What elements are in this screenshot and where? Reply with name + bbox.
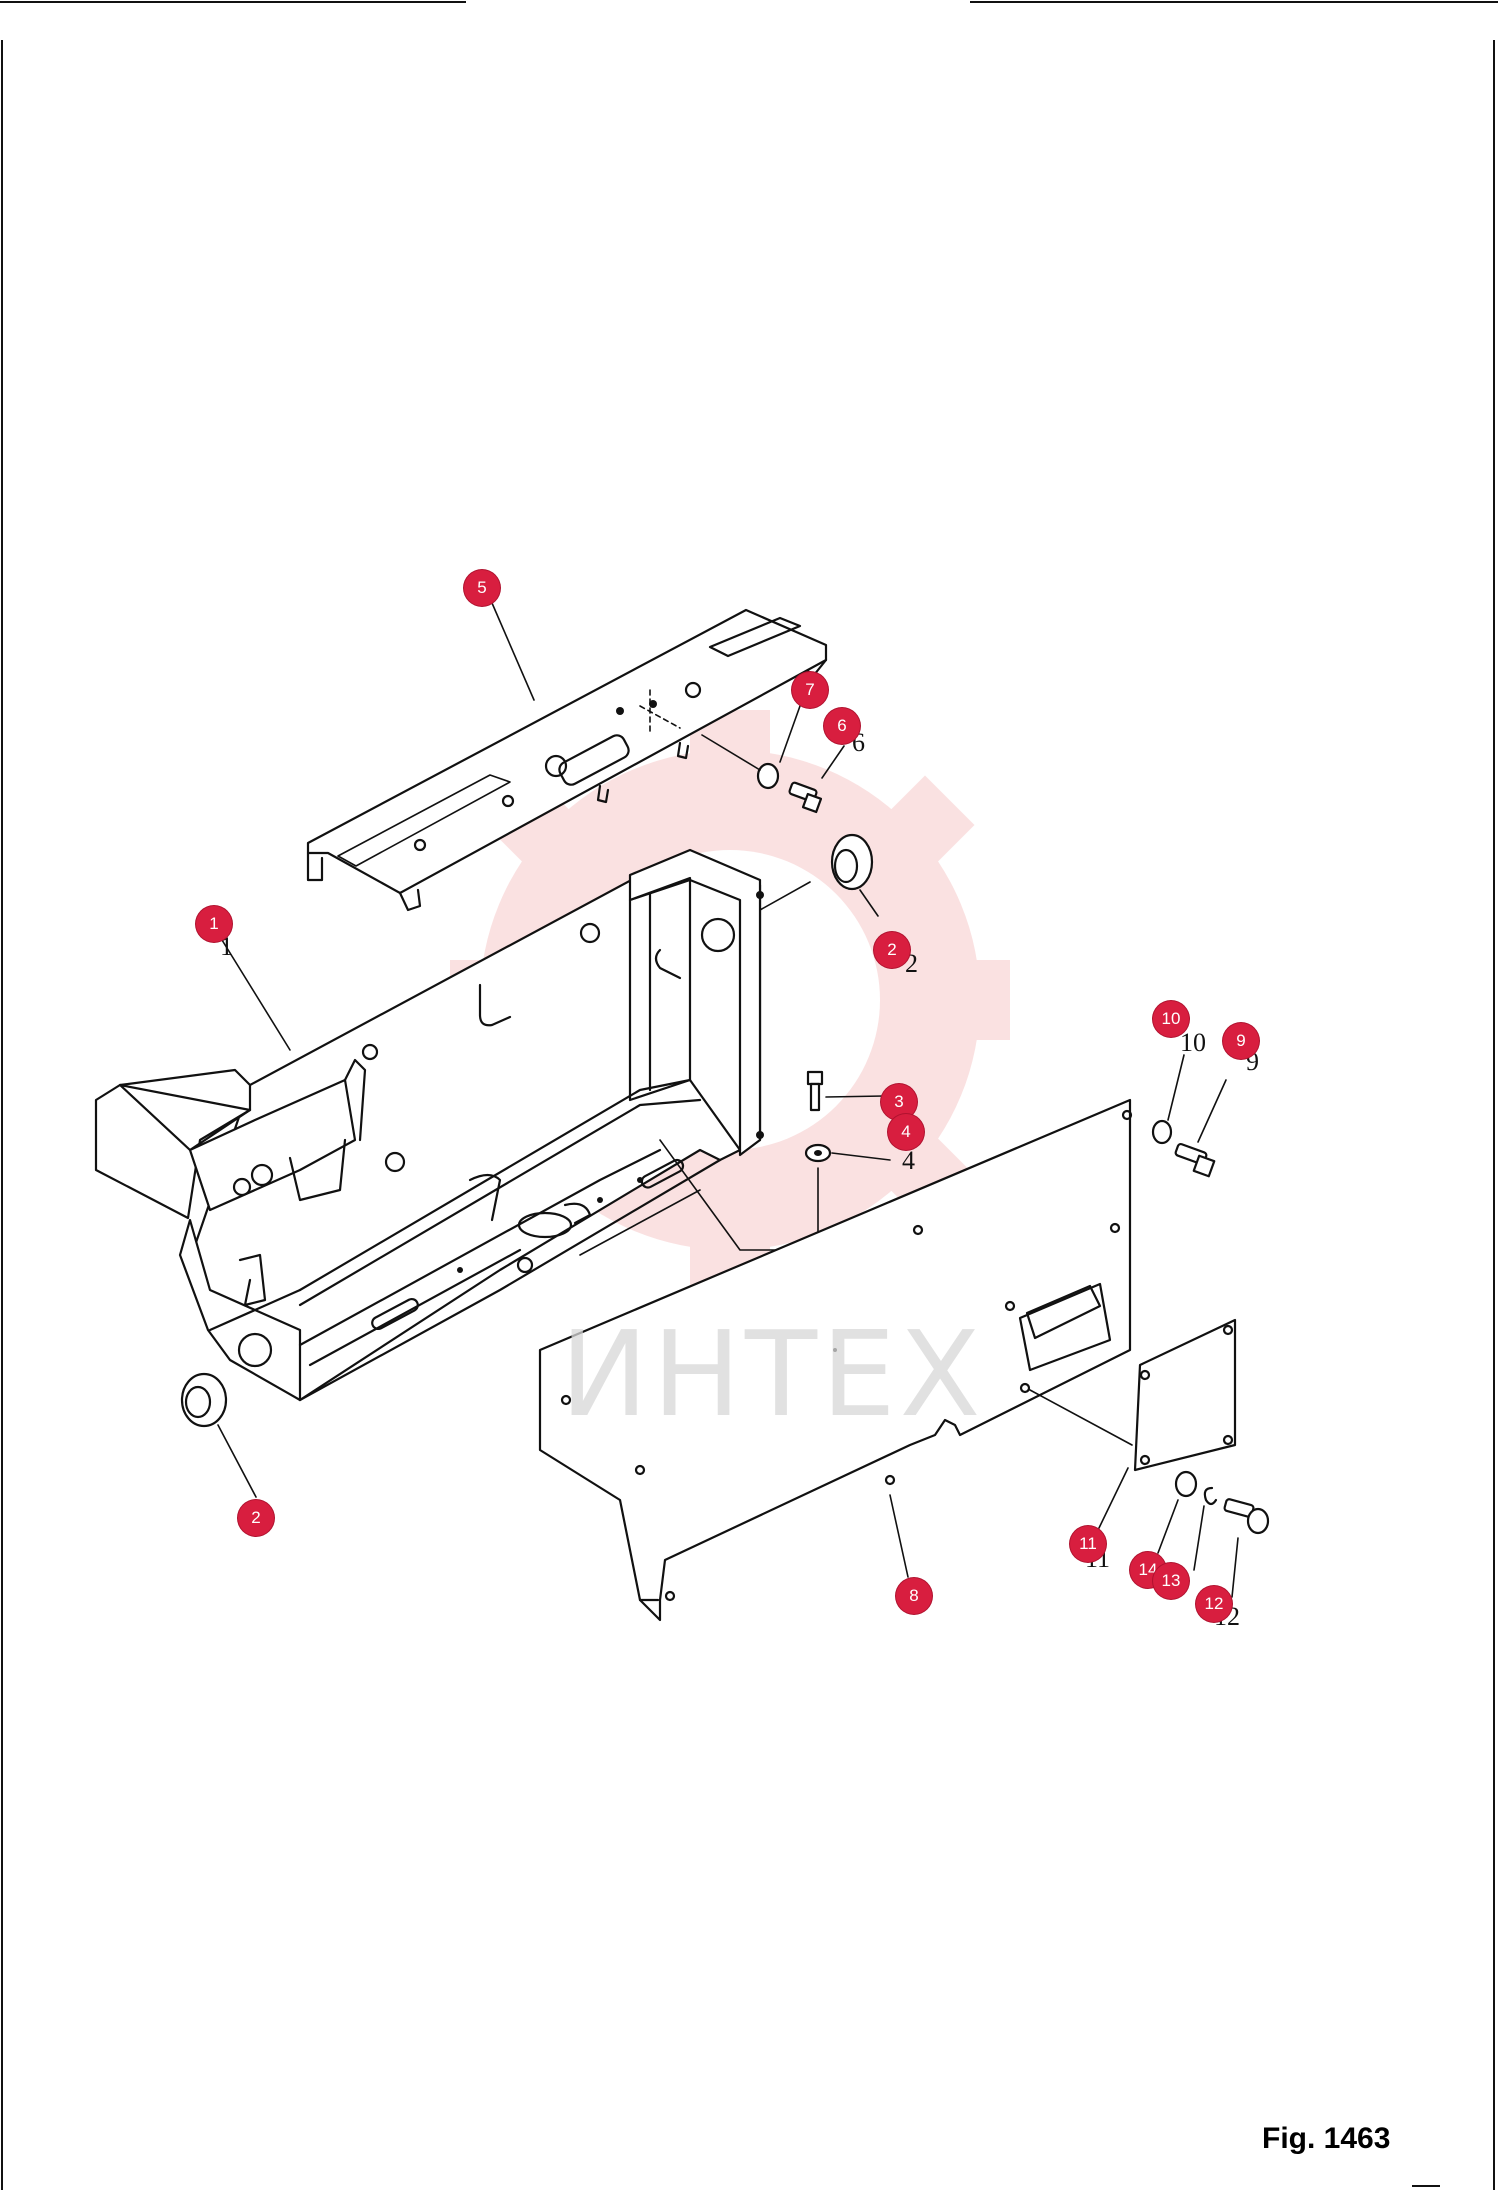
callout-part-13[interactable]: 13 — [1153, 1563, 1189, 1599]
watermark-text: ИНТЕХ — [560, 1305, 985, 1443]
part-3-bolt — [806, 1070, 824, 1112]
leader-lines — [217, 602, 1239, 1598]
callout-part-14[interactable]: 14 — [1130, 1552, 1166, 1588]
part-6-bolt — [701, 734, 823, 814]
callout-part-6[interactable]: 6 — [824, 708, 860, 744]
part-12-bolt — [1223, 1498, 1270, 1535]
part-9-bolt — [1174, 1142, 1216, 1178]
callout-part-10[interactable]: 10 — [1153, 1001, 1189, 1037]
printed-number-1: 1 — [220, 932, 233, 961]
callout-part-4[interactable]: 4 — [888, 1114, 924, 1150]
part-10-washer — [1151, 1119, 1173, 1145]
part-2-grommet-lower — [180, 1372, 228, 1428]
callout-part-1[interactable]: 1 — [196, 906, 232, 942]
part-2-grommet-upper — [759, 833, 874, 911]
part-5-top-plate — [306, 608, 828, 912]
printed-number-4: 4 — [902, 1146, 915, 1175]
callout-part-2-lower[interactable]: 2 — [238, 1500, 274, 1536]
callout-part-8[interactable]: 8 — [896, 1578, 932, 1614]
part-11-cover-plate — [1029, 1318, 1237, 1472]
part-14-washer — [1174, 1470, 1198, 1498]
callout-part-2-upper[interactable]: 2 — [874, 932, 910, 968]
part-8-side-panel — [538, 1098, 1133, 1622]
callout-part-7[interactable]: 7 — [792, 672, 828, 708]
callout-part-11[interactable]: 11 — [1070, 1526, 1106, 1562]
part-1-main-frame — [94, 848, 764, 1402]
printed-number-10: 10 — [1180, 1028, 1206, 1057]
callout-part-9[interactable]: 9 — [1223, 1023, 1259, 1059]
part-13-spring-washer — [1203, 1486, 1218, 1506]
callout-part-12[interactable]: 12 — [1196, 1586, 1232, 1622]
part-7-washer — [756, 762, 780, 790]
callout-part-5[interactable]: 5 — [464, 570, 500, 606]
figure-label: Fig. 1463 — [1262, 2122, 1391, 2155]
